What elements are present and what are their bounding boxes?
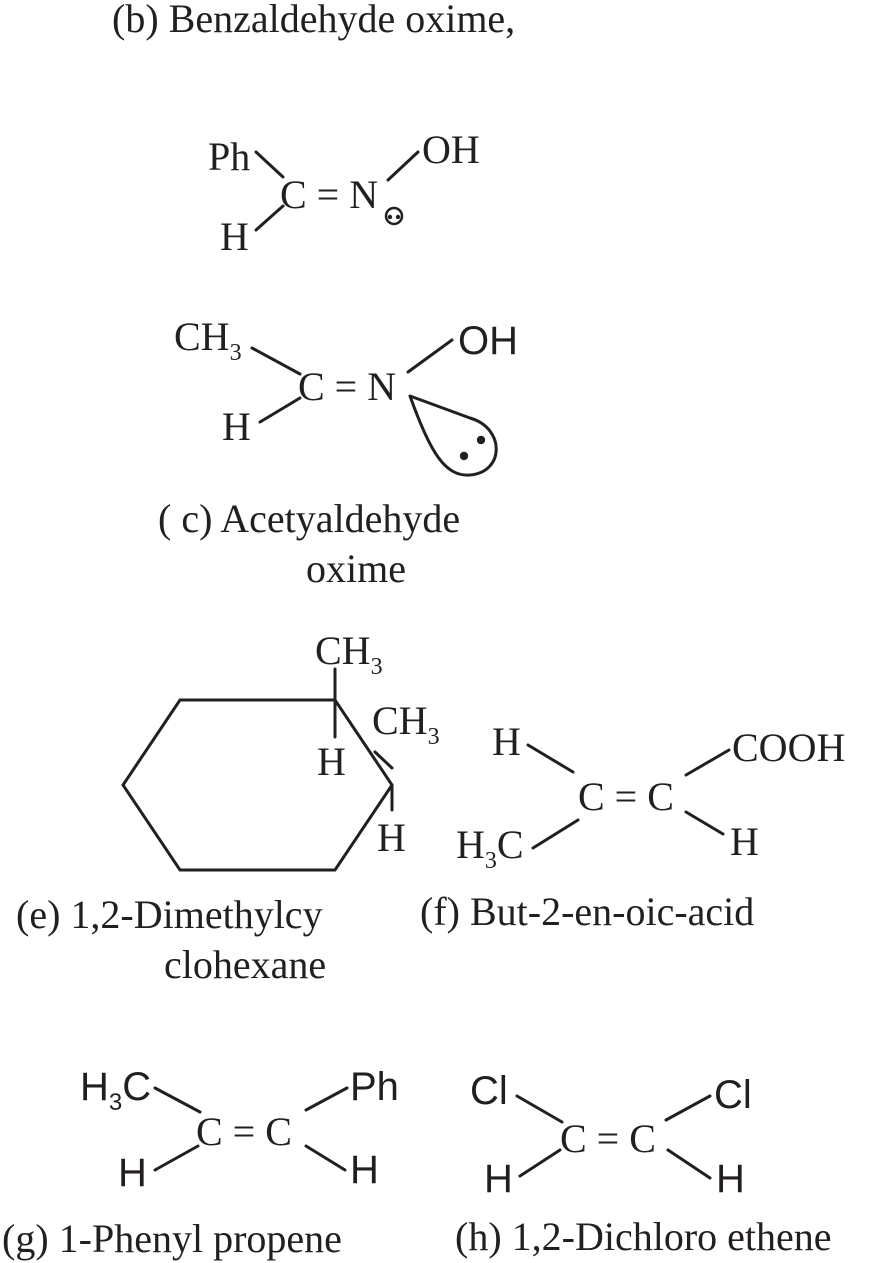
bond-ch3-c	[250, 346, 302, 376]
c-double-bond-c: C = C	[578, 774, 674, 819]
atom-h3c: H3C	[80, 1065, 151, 1116]
caption-dimethylcyclohexane-line2: clohexane	[164, 942, 326, 987]
c-double-bond-n: C = N	[298, 364, 396, 409]
atom-h: H	[220, 214, 249, 259]
lone-pair-icon	[384, 206, 404, 226]
dimethylcyclohexane: CH3 H CH3 H (e) 1,2-Dimethylcy clohexane	[16, 628, 440, 987]
bond-n-oh	[386, 150, 420, 182]
caption-butenoic-acid: (f) But-2-en-oic-acid	[420, 889, 754, 934]
bond-h-c	[258, 396, 302, 424]
bond-c-cl	[664, 1094, 712, 1122]
c-double-bond-c: C = C	[196, 1109, 292, 1154]
atom-h3c: H3C	[456, 822, 524, 874]
bond-ch3-c	[531, 818, 580, 850]
atom-ph: Ph	[208, 134, 250, 179]
bond-cl-c	[515, 1094, 564, 1124]
bond-c2-ch3	[373, 750, 394, 770]
bond-c-h	[684, 810, 725, 836]
c-double-bond-c: C = C	[560, 1116, 656, 1161]
caption-acetaldehyde-oxime-line2: oxime	[306, 546, 406, 591]
bond-h-c	[518, 1148, 562, 1178]
bond-c-h	[304, 1144, 347, 1172]
atom-h-left: H	[118, 1151, 147, 1195]
lone-pair-orbital-icon	[408, 394, 498, 477]
atom-cl-left: Cl	[470, 1069, 508, 1113]
phenyl-propene: H3C C = C Ph H H (g) 1-Phenyl propene	[2, 1065, 399, 1261]
atom-oh: OH	[422, 127, 480, 172]
bond-c-h	[666, 1148, 712, 1180]
atom-h-right: H	[377, 815, 406, 860]
atom-h-right: H	[730, 819, 759, 864]
atom-ch3-top: CH3	[315, 628, 383, 680]
caption-benzaldehyde-oxime: (b) Benzaldehyde oxime,	[112, 0, 515, 41]
dichloro-ethene: Cl Cl C = C H H (h) 1,2-Dichloro ethene	[455, 1069, 832, 1259]
caption-phenyl-propene: (g) 1-Phenyl propene	[2, 1216, 342, 1261]
bond-h-c	[254, 204, 285, 232]
caption-acetaldehyde-oxime-line1: ( c) Acetyaldehyde	[158, 496, 460, 541]
atom-ch3-right: CH3	[372, 698, 440, 750]
caption-dichloro-ethene: (h) 1,2-Dichloro ethene	[455, 1214, 832, 1259]
c-double-bond-n: C = N	[280, 172, 378, 217]
atom-cooh: COOH	[732, 725, 845, 770]
bond-n-oh	[406, 338, 454, 374]
atom-ph: Ph	[350, 1065, 399, 1109]
cyclohexane-ring	[121, 698, 394, 872]
bond-h-c	[153, 1144, 200, 1172]
acetaldehyde-oxime: CH3 H C = N OH ( c) Acetyaldehyde oxime	[158, 314, 518, 591]
atom-h-right: H	[716, 1157, 745, 1201]
atom-h: H	[222, 404, 251, 449]
bond-ph-c	[254, 150, 285, 179]
atom-h-left: H	[492, 719, 521, 764]
bond-ch3-c	[153, 1086, 202, 1114]
benzaldehyde-oxime: (b) Benzaldehyde oxime, Ph H C = N OH	[112, 0, 515, 259]
atom-ch3: CH3	[174, 314, 242, 366]
bond-c-ph	[304, 1086, 349, 1112]
atom-h-right: H	[350, 1148, 379, 1192]
atom-h-left: H	[484, 1157, 513, 1201]
bond-h-c	[526, 743, 575, 774]
atom-oh: OH	[458, 319, 518, 363]
atom-cl-right: Cl	[714, 1073, 752, 1117]
atom-h-top: H	[317, 739, 346, 784]
caption-dimethylcyclohexane-line1: (e) 1,2-Dimethylcy	[16, 892, 323, 937]
bond-c-cooh	[684, 748, 731, 777]
butenoic-acid: H H3C C = C COOH H (f) But-2-en-oic-acid	[420, 719, 845, 934]
